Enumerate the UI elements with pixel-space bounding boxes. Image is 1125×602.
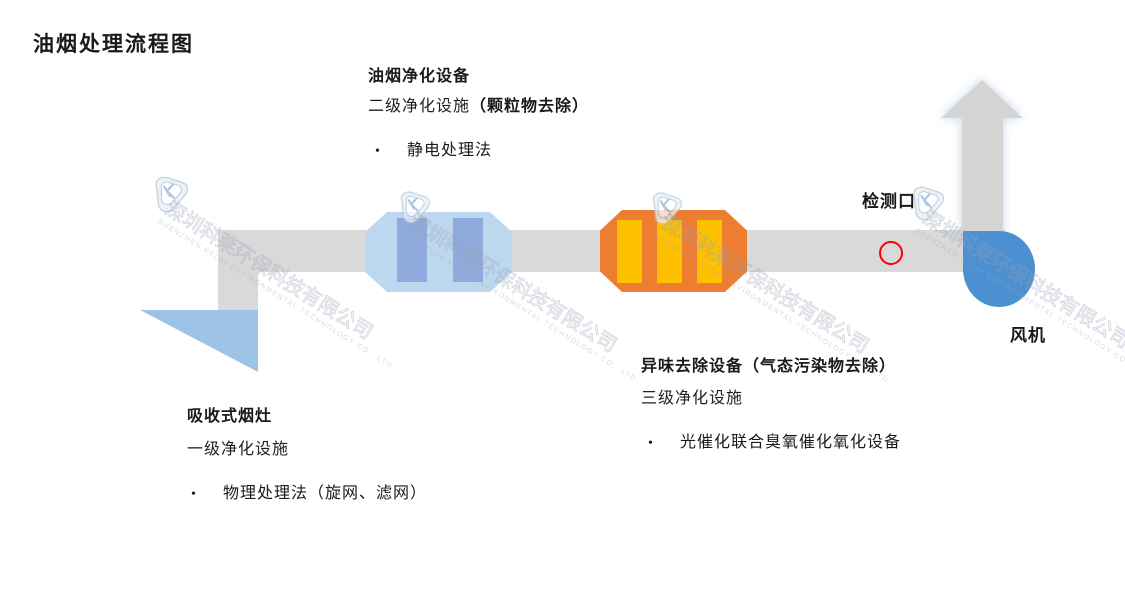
- bullet-icon: •: [191, 487, 197, 502]
- hood-bullet-text: 物理处理法（旋网、滤网）: [223, 485, 428, 502]
- odor-cell: [657, 220, 682, 283]
- electrostatic-purifier-shape: [365, 212, 512, 292]
- purifier-subheading: 二级净化设施（颗粒物去除）: [368, 92, 589, 116]
- page-title: 油烟处理流程图: [33, 32, 194, 56]
- company-logo-icon: [155, 176, 189, 213]
- purifier-subheading-normal: 二级净化设施: [368, 98, 471, 115]
- odor-cell: [617, 220, 642, 283]
- fan-shape: [963, 231, 1035, 307]
- odor-subheading: 三级净化设施: [641, 390, 744, 407]
- hood-bullet-line: • 物理处理法（旋网、滤网）: [191, 479, 427, 503]
- absorption-hood-shape: [140, 310, 258, 372]
- exhaust-up-arrow: [941, 80, 1023, 246]
- odor-bullet-line: • 光催化联合臭氧催化氧化设备: [648, 428, 901, 452]
- exhaust-arrow-shaft: [962, 117, 1003, 246]
- hood-duct-vertical: [218, 230, 258, 312]
- odor-heading: 异味去除设备（气态污染物去除）: [641, 358, 897, 375]
- purifier-bullet-text: 静电处理法: [407, 142, 493, 159]
- bullet-icon: •: [648, 436, 654, 451]
- odor-bullet-text: 光催化联合臭氧催化氧化设备: [680, 434, 902, 451]
- purifier-subheading-bold: （颗粒物去除）: [470, 98, 590, 115]
- purifier-heading: 油烟净化设备: [368, 68, 471, 85]
- hood-subheading: 一级净化设施: [187, 441, 290, 458]
- purifier-cell: [397, 218, 427, 282]
- odor-removal-unit-shape: [600, 210, 747, 292]
- purifier-cell: [453, 218, 483, 282]
- exhaust-arrow-head-icon: [941, 80, 1023, 118]
- hood-heading: 吸收式烟灶: [187, 408, 273, 425]
- fan-label: 风机: [1010, 326, 1046, 345]
- detection-port-marker: [879, 241, 903, 265]
- purifier-bullet-line: • 静电处理法: [375, 136, 492, 160]
- detection-port-label: 检测口: [862, 192, 916, 211]
- bullet-icon: •: [375, 144, 381, 159]
- odor-cell: [697, 220, 722, 283]
